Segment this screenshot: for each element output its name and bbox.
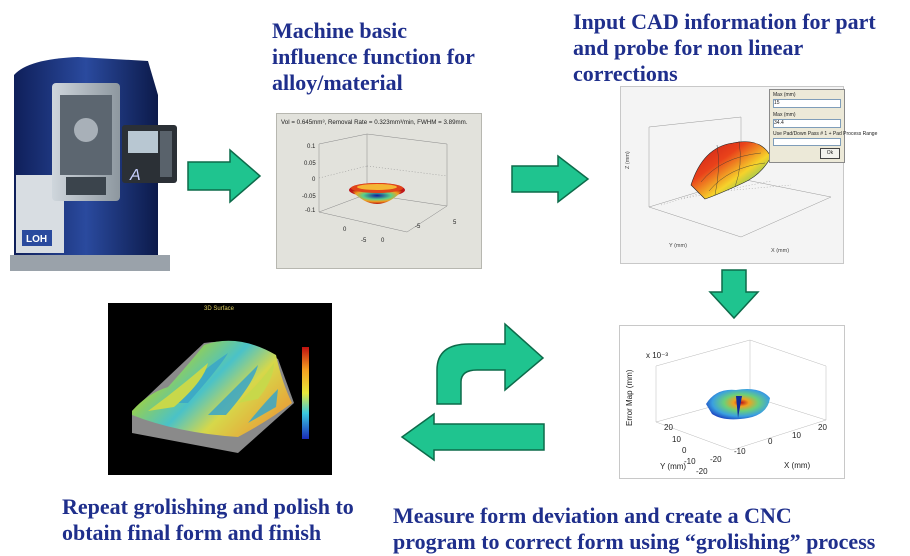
influence-z-tick: 0.05 xyxy=(304,161,316,167)
error-x-tick: 0 xyxy=(768,437,773,446)
cad-field1-label: Max (mm) xyxy=(773,92,796,98)
influence-x-tick: 5 xyxy=(453,220,457,226)
error-y-tick: -20 xyxy=(696,467,708,476)
error-y-tick: -10 xyxy=(684,457,696,466)
step4-title-line: obtain final form and finish xyxy=(62,520,322,545)
arrow-right-2 xyxy=(511,154,590,204)
surface-plot: 3D Surface xyxy=(108,303,332,475)
step1-title-line: influence function for xyxy=(272,44,475,69)
error-x-label: X (mm) xyxy=(784,461,811,470)
step1-title-line: alloy/material xyxy=(272,70,403,95)
cad-z-label: Z (mm) xyxy=(625,151,631,169)
influence-z-tick: -0.05 xyxy=(302,194,316,200)
step1-title-line: Machine basic xyxy=(272,18,408,43)
influence-y-tick: 0 xyxy=(343,227,347,233)
influence-y-tick: -5 xyxy=(361,238,367,244)
cad-field2-label: Max (mm) xyxy=(773,112,796,118)
cad-plot: Z (mm) X (mm) Y (mm) Max (mm) 15 Max (mm… xyxy=(620,86,878,264)
machine-photo: LOH A xyxy=(8,55,183,275)
error-y-tick: 10 xyxy=(672,435,681,444)
error-x-tick: -10 xyxy=(734,447,746,456)
cad-dialog: Max (mm) 15 Max (mm) 34.4 Use Pad/Down P… xyxy=(769,89,878,163)
error-exponent: x 10⁻³ xyxy=(646,351,668,360)
cad-option-input[interactable] xyxy=(773,138,841,146)
cad-ok-button[interactable]: Ok xyxy=(820,148,840,159)
step3-title: Measure form deviation and create a CNC … xyxy=(393,503,875,555)
influence-function-plot: Vol = 0.645mm³, Removal Rate = 0.323mm³/… xyxy=(276,113,482,269)
arrow-down xyxy=(708,269,760,320)
surface-plot-title: 3D Surface xyxy=(204,306,235,312)
cad-y-label: Y (mm) xyxy=(669,243,687,249)
step4-title-line: Repeat grolishing and polish to xyxy=(62,494,354,519)
step1-title: Machine basic influence function for all… xyxy=(272,18,475,96)
error-y-tick: 0 xyxy=(682,446,687,455)
influence-z-tick: 0.1 xyxy=(307,144,316,150)
arrow-left xyxy=(400,412,545,462)
step4-title: Repeat grolishing and polish to obtain f… xyxy=(62,494,354,546)
step2-title-line: corrections xyxy=(573,61,678,86)
influence-plot-header: Vol = 0.645mm³, Removal Rate = 0.323mm³/… xyxy=(281,119,468,126)
machine-badge: LOH xyxy=(26,234,47,245)
machine-logo: A xyxy=(129,167,141,184)
influence-z-tick: 0 xyxy=(312,177,316,183)
step3-title-line: program to correct form using “grolishin… xyxy=(393,529,876,554)
error-x-tick: -20 xyxy=(710,455,722,464)
influence-x-tick: -5 xyxy=(415,224,421,230)
arrow-curved-repeat xyxy=(436,322,545,405)
step2-title-line: and probe for non linear xyxy=(573,35,804,60)
arrow-right-1 xyxy=(187,148,262,204)
error-y-tick: 20 xyxy=(664,423,673,432)
influence-z-tick: -0.1 xyxy=(305,208,316,214)
step2-title-line: Input CAD information for part xyxy=(573,9,876,34)
influence-x-tick: 0 xyxy=(381,238,385,244)
cad-field2-input[interactable]: 34.4 xyxy=(773,119,841,128)
error-z-label: Error Map (mm) xyxy=(625,369,634,426)
error-x-tick: 20 xyxy=(818,423,827,432)
step3-title-line: Measure form deviation and create a CNC xyxy=(393,503,792,528)
cad-option-text[interactable]: Use Pad/Down Pass # 1 + Pad Process Rang… xyxy=(773,131,878,137)
error-map-plot: x 10⁻³ Error Map (mm) 20 10 0 -10 -20 Y … xyxy=(619,325,845,479)
error-x-tick: 10 xyxy=(792,431,801,440)
step2-title: Input CAD information for part and probe… xyxy=(573,9,876,87)
error-y-label: Y (mm) xyxy=(660,462,686,471)
cad-field1-input[interactable]: 15 xyxy=(773,99,841,108)
cad-x-label: X (mm) xyxy=(771,248,789,254)
